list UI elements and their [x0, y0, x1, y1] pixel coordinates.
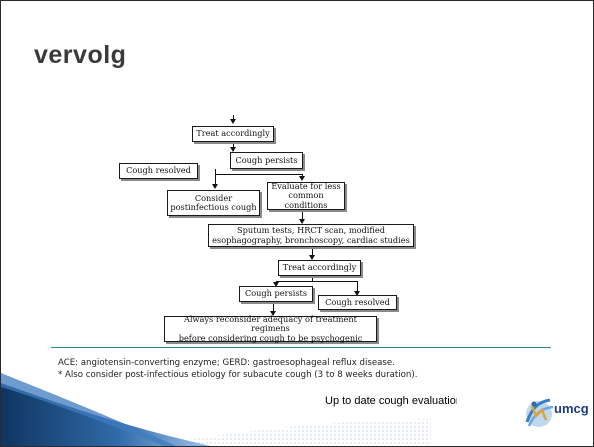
arrow-down-icon [230, 119, 236, 124]
flow-box-cough-resolved: Cough resolved [119, 163, 198, 179]
connector [302, 210, 303, 222]
flow-box-tests: Sputum tests, HRCT scan, modified esopha… [208, 224, 414, 247]
connector [357, 281, 358, 294]
connector [233, 142, 234, 151]
connector [233, 115, 234, 122]
flow-box-cough-persists-2: Cough persists [239, 286, 313, 302]
connector [312, 247, 313, 258]
arrow-down-icon [309, 255, 315, 260]
arrow-down-icon [270, 311, 276, 316]
arrow-down-icon [230, 147, 236, 152]
flow-box-consider-postinfectious: Consider postinfectious cough [167, 190, 260, 216]
flow-box-treat-accordingly: Treat accordingly [192, 126, 274, 142]
connector [215, 169, 216, 174]
arrow-down-icon [212, 184, 218, 189]
slide-title: vervolg [34, 41, 127, 69]
flow-box-cough-resolved-2: Cough resolved [318, 295, 397, 310]
flow-box-reconsider: Always reconsider adequacy of treatment … [164, 314, 377, 342]
flow-box-evaluate-less-common: Evaluate for less common conditions [267, 181, 345, 210]
arrow-down-icon [354, 291, 360, 296]
footnote-abbreviations: ACE: angiotensin-converting enzyme; GERD… [58, 358, 395, 368]
source-link[interactable]: Up to date cough evaluation [325, 395, 457, 407]
connector [215, 174, 302, 175]
arrow-down-icon [273, 282, 279, 287]
arrow-down-icon [299, 176, 305, 181]
umcg-logo-icon [525, 398, 554, 427]
connector [273, 302, 274, 315]
arrow-down-icon [299, 219, 305, 224]
footnote-note: * Also consider post-infectious etiology… [58, 370, 418, 380]
flow-box-cough-persists: Cough persists [230, 152, 303, 169]
connector [276, 281, 357, 282]
connector [215, 174, 216, 187]
divider [51, 347, 551, 348]
flow-box-treat-accordingly-2: Treat accordingly [278, 260, 361, 276]
connector [312, 276, 313, 281]
umcg-logo-text: umcg [554, 401, 589, 416]
